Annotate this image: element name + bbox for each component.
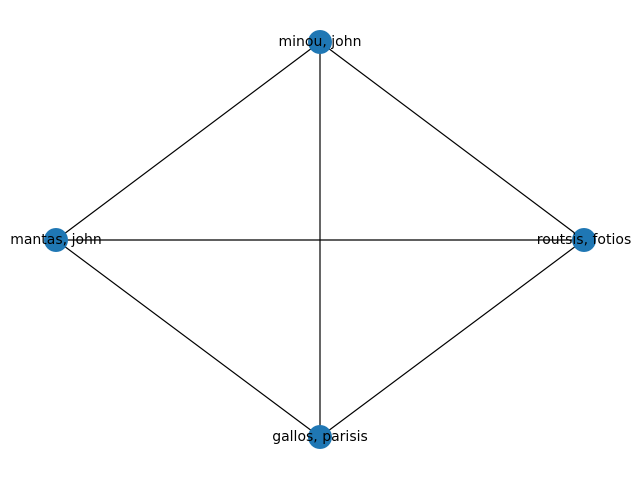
node-label-gallos: gallos, parisis: [272, 429, 368, 445]
edge-layer: [55, 41, 585, 438]
node-label-routsis: routsis, fotios: [537, 232, 632, 248]
node-mantas: [44, 228, 68, 252]
node-label-minou: minou, john: [279, 34, 362, 50]
node-minou: [308, 30, 332, 54]
node-layer: [44, 30, 596, 449]
edge-minou-routsis: [319, 41, 585, 241]
node-gallos: [308, 425, 332, 449]
edge-minou-mantas: [55, 41, 321, 241]
node-label-mantas: mantas, john: [10, 232, 102, 248]
label-layer: minou, john mantas, john routsis, fotios ga…: [10, 34, 631, 445]
edge-routsis-gallos: [319, 239, 585, 438]
edge-mantas-gallos: [55, 239, 321, 438]
node-routsis: [572, 228, 596, 252]
